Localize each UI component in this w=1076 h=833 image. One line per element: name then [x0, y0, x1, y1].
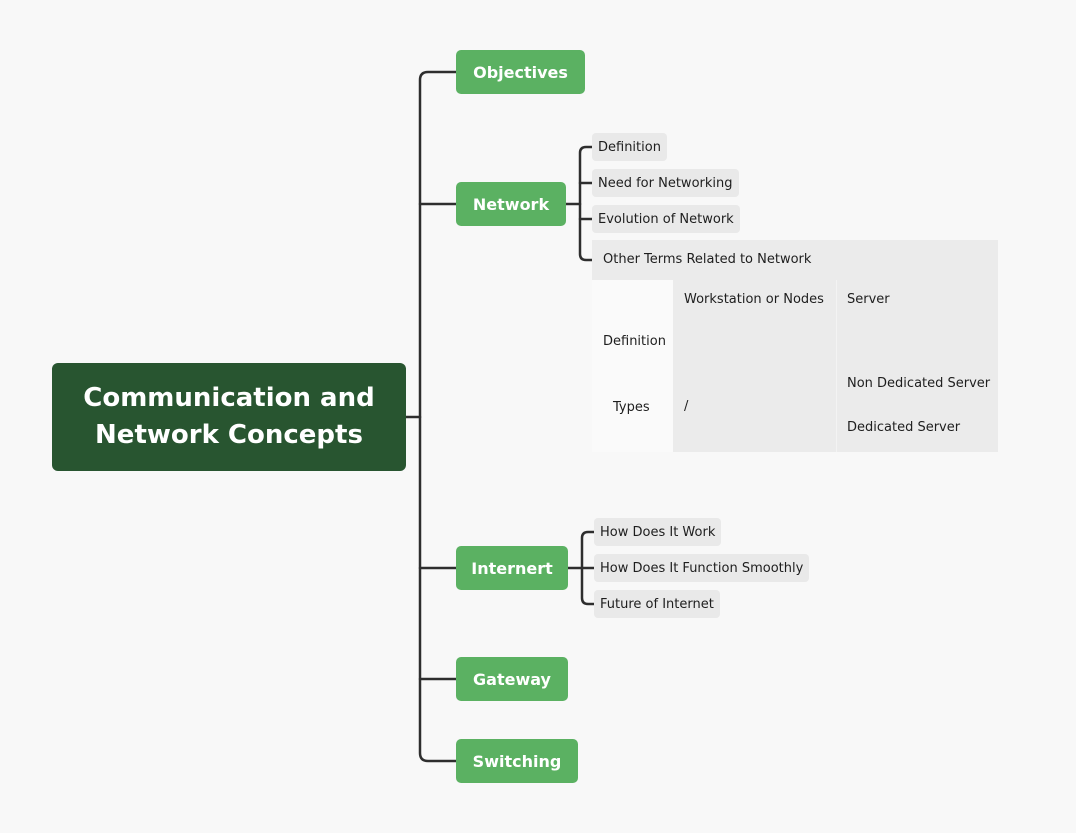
matrix-title: Other Terms Related to Network: [603, 252, 812, 267]
root-title-line2: Network Concepts: [95, 420, 363, 450]
network-topic-evolution[interactable]: Evolution of Network: [592, 205, 740, 233]
root-title-line1: Communication and: [83, 383, 375, 413]
matrix-column-workstation: Workstation or Nodes: [684, 292, 824, 307]
matrix-row-types: Types: [613, 400, 650, 415]
network-terms-matrix[interactable]: Other Terms Related to Network Workstati…: [592, 240, 998, 452]
branch-gateway[interactable]: Gateway: [456, 657, 568, 701]
branch-switching[interactable]: Switching: [456, 739, 578, 783]
branch-trunk: [418, 70, 458, 763]
matrix-cell-dedicated-server: Dedicated Server: [847, 420, 961, 435]
matrix-cell-non-dedicated-server: Non Dedicated Server: [847, 376, 991, 391]
network-topic-definition[interactable]: Definition: [592, 133, 667, 161]
matrix-column-divider: [836, 280, 837, 452]
internet-topic-how-it-works[interactable]: How Does It Work: [594, 518, 722, 546]
network-sub-trunk: [578, 145, 594, 262]
internet-topic-function-smoothly[interactable]: How Does It Function Smoothly: [594, 554, 810, 582]
branch-internet[interactable]: Internert: [456, 546, 568, 590]
matrix-row-header-column: [592, 280, 673, 452]
branch-network[interactable]: Network: [456, 182, 566, 226]
network-topic-need[interactable]: Need for Networking: [592, 169, 739, 197]
matrix-column-server: Server: [847, 292, 890, 307]
branch-objectives[interactable]: Objectives: [456, 50, 585, 94]
matrix-cell-types-workstation: /: [684, 399, 689, 414]
root-topic[interactable]: Communication and Network Concepts: [52, 363, 406, 471]
internet-topic-future[interactable]: Future of Internet: [594, 590, 720, 618]
matrix-row-definition: Definition: [603, 334, 666, 349]
